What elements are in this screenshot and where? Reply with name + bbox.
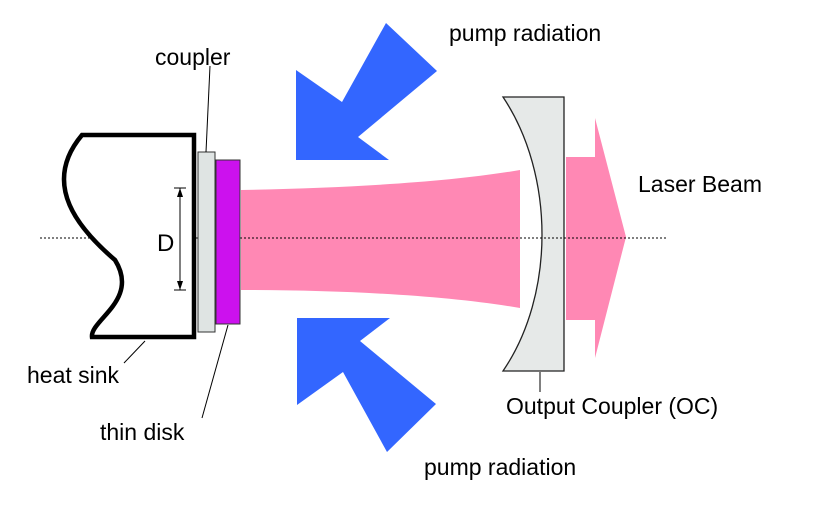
pump-arrow-top — [296, 23, 437, 160]
coupler-plate — [197, 151, 216, 333]
heat-sink-label: heat sink — [27, 362, 120, 388]
heat-sink-leader-line — [123, 340, 146, 364]
thin-disk-leader-line — [201, 324, 229, 419]
coupler-label: coupler — [155, 44, 231, 70]
heat-sink-outline — [61, 132, 197, 340]
laser-beam-body — [241, 170, 520, 308]
diameter-label: D — [157, 230, 174, 257]
laser-beam-label: Laser Beam — [638, 171, 762, 197]
pump-arrow-bottom — [297, 318, 436, 452]
coupler-leader-line — [205, 65, 211, 153]
thin-disk-crystal — [215, 159, 241, 325]
thin-disk-label: thin disk — [100, 419, 185, 445]
pump-radiation-label-bottom: pump radiation — [424, 454, 576, 480]
output-coupler-label: Output Coupler (OC) — [506, 393, 718, 419]
output-coupler-mirror — [501, 96, 565, 372]
pump-radiation-label-top: pump radiation — [449, 20, 601, 46]
diameter-marker — [174, 187, 186, 291]
